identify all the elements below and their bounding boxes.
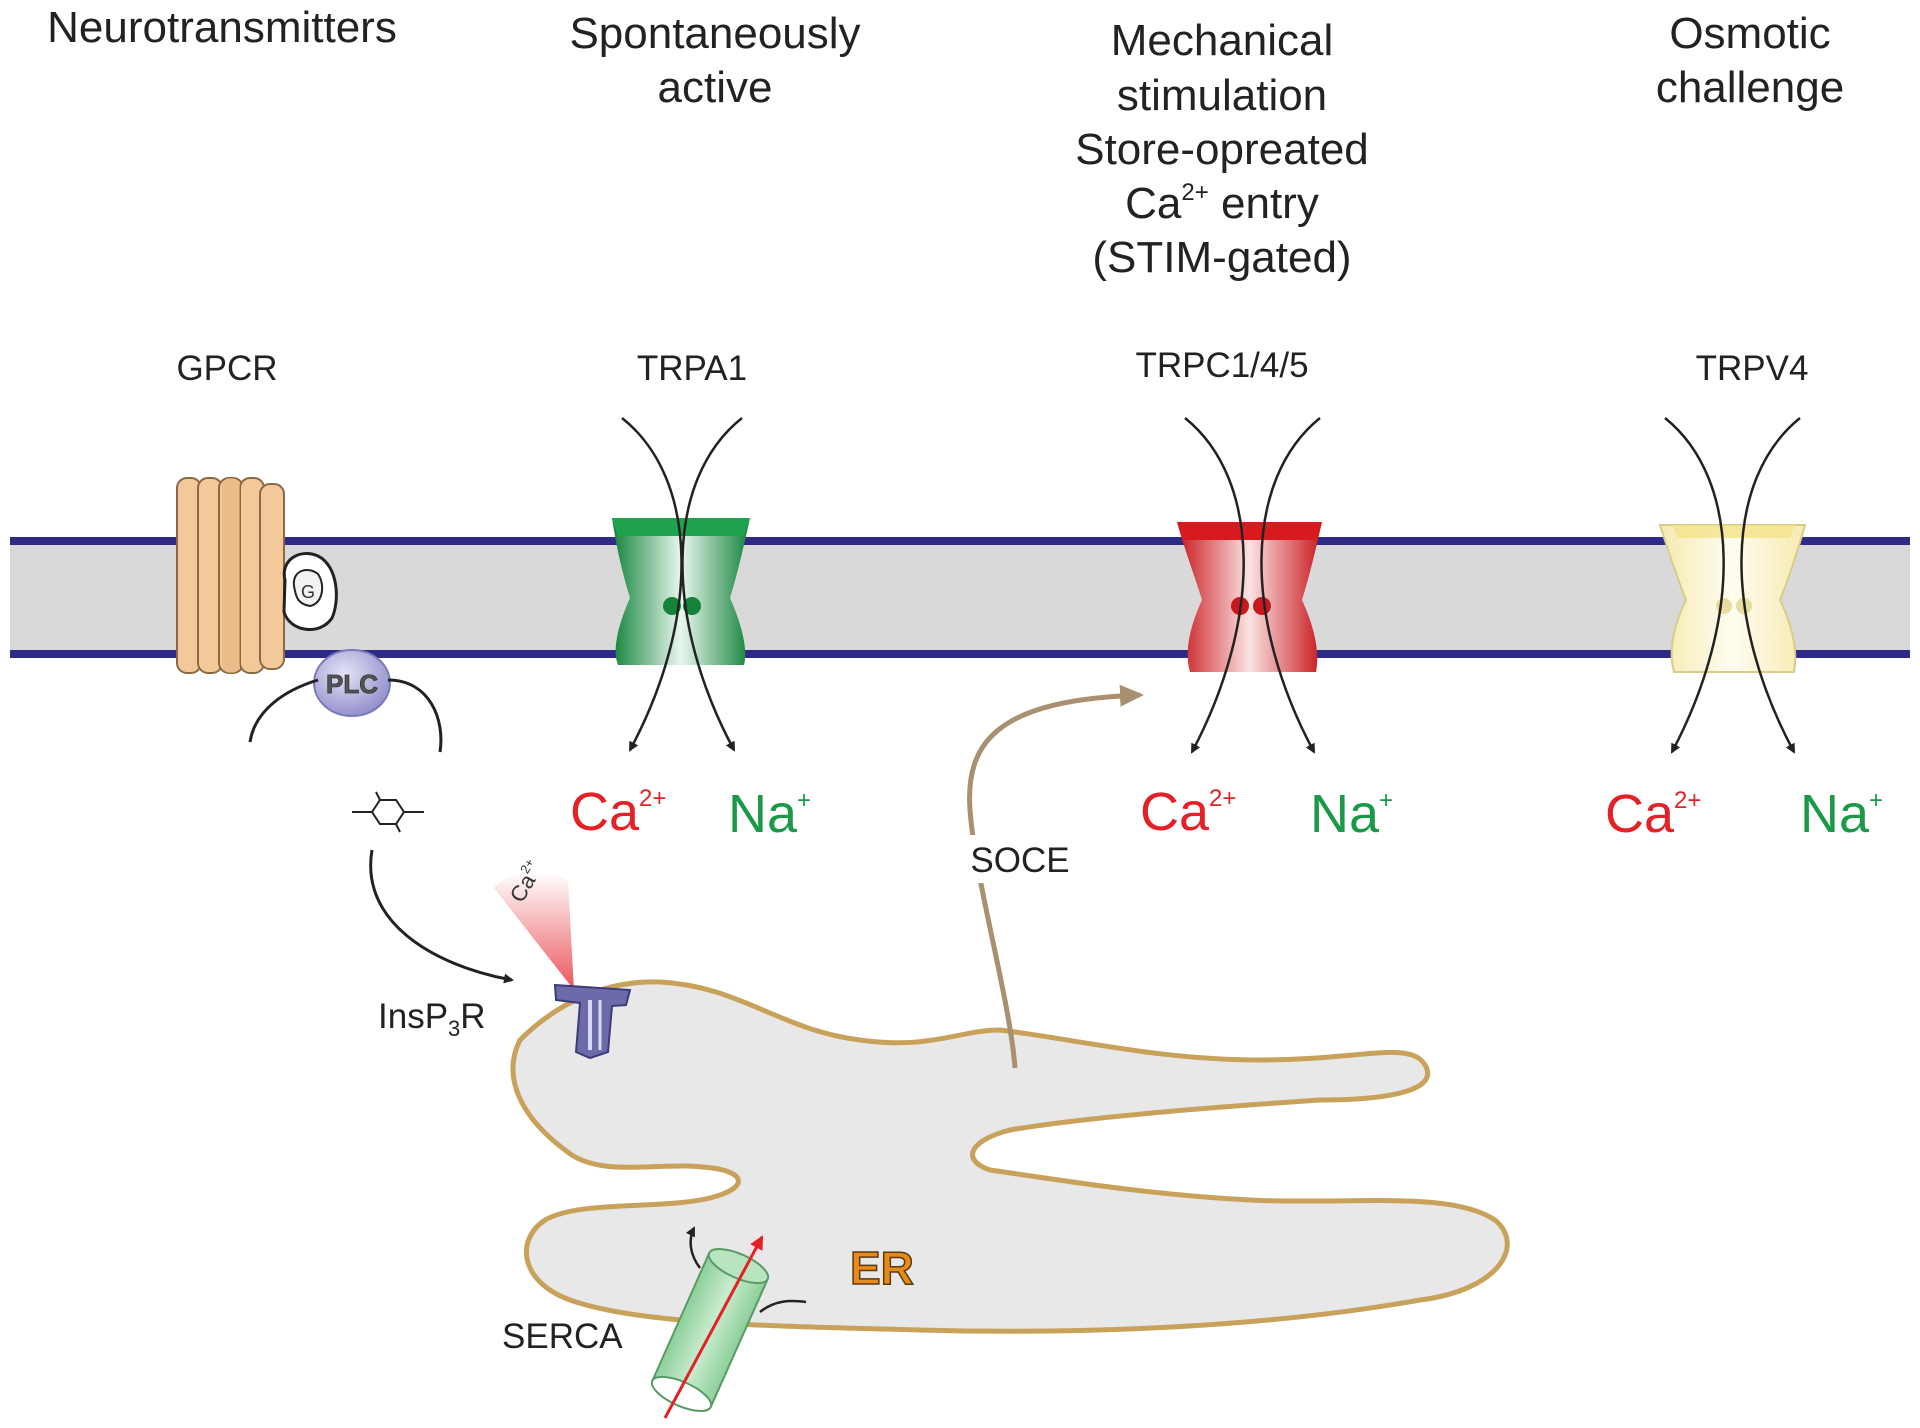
insp3r-ca-release-cone: Ca2+ xyxy=(494,856,574,990)
trpc145-flux-right xyxy=(1260,417,1321,754)
trpc145-flux-left xyxy=(1184,417,1245,754)
label-trpa1: TRPA1 xyxy=(637,349,747,388)
gpcr-receptor xyxy=(176,477,285,674)
header-neurotransmitters: Neurotransmitters xyxy=(47,3,397,52)
trpa1-na-ion: Na+ xyxy=(728,784,811,844)
label-trpc145: TRPC1/4/5 xyxy=(1135,346,1308,385)
ip3-molecule-icon xyxy=(352,791,424,833)
soce-arrow xyxy=(967,684,1144,1069)
header-mechanical-line1: Mechanical xyxy=(1111,16,1334,65)
header-mechanical-line5: (STIM-gated) xyxy=(1092,233,1351,282)
plc-right-branch xyxy=(387,678,443,753)
trpc145-na-ion: Na+ xyxy=(1310,784,1393,844)
plc-left-branch xyxy=(248,678,319,743)
er-label: ER xyxy=(850,1242,914,1294)
trpc145-ca-ion: Ca2+ xyxy=(1140,782,1236,842)
insp3r-label: InsP3R xyxy=(378,997,486,1041)
trpv4-flux-left xyxy=(1664,417,1725,754)
g-protein-label: G xyxy=(301,582,315,602)
header-osmotic-line2: challenge xyxy=(1656,63,1844,112)
serca-pump xyxy=(650,1248,770,1412)
header-mechanical-line3: Store-opreated xyxy=(1075,125,1369,174)
header-spontaneous-line1: Spontaneously xyxy=(569,9,860,58)
trpc145-channel xyxy=(1177,522,1322,672)
serca-label: SERCA xyxy=(502,1317,623,1356)
header-mechanical-line2: stimulation xyxy=(1117,71,1327,120)
label-trpv4: TRPV4 xyxy=(1696,349,1809,388)
trpv4-ca-ion: Ca2+ xyxy=(1605,784,1701,844)
header-mechanical-line4: Ca2+ entry xyxy=(1125,179,1319,228)
trpv4-channel xyxy=(1658,524,1807,673)
serca-left-hook xyxy=(685,1226,702,1269)
serca-right-hook xyxy=(759,1299,807,1313)
g-protein: G xyxy=(282,552,338,631)
serca-ca-uptake-arrow xyxy=(663,1235,764,1419)
trpa1-ca-ion: Ca2+ xyxy=(570,782,666,842)
trpa1-flux-right xyxy=(681,417,743,752)
soce-label: SOCE xyxy=(970,841,1069,880)
plc-label: PLC xyxy=(326,669,378,699)
plc-enzyme: PLC xyxy=(313,649,391,717)
header-spontaneous-line2: active xyxy=(658,63,773,112)
trpv4-flux-right xyxy=(1740,417,1801,754)
label-gpcr: GPCR xyxy=(176,349,277,388)
header-osmotic-line1: Osmotic xyxy=(1669,9,1830,58)
ip3-to-insp3r-arrow xyxy=(369,849,514,984)
insp3r-channel xyxy=(553,983,632,1060)
trpv4-na-ion: Na+ xyxy=(1800,784,1883,844)
